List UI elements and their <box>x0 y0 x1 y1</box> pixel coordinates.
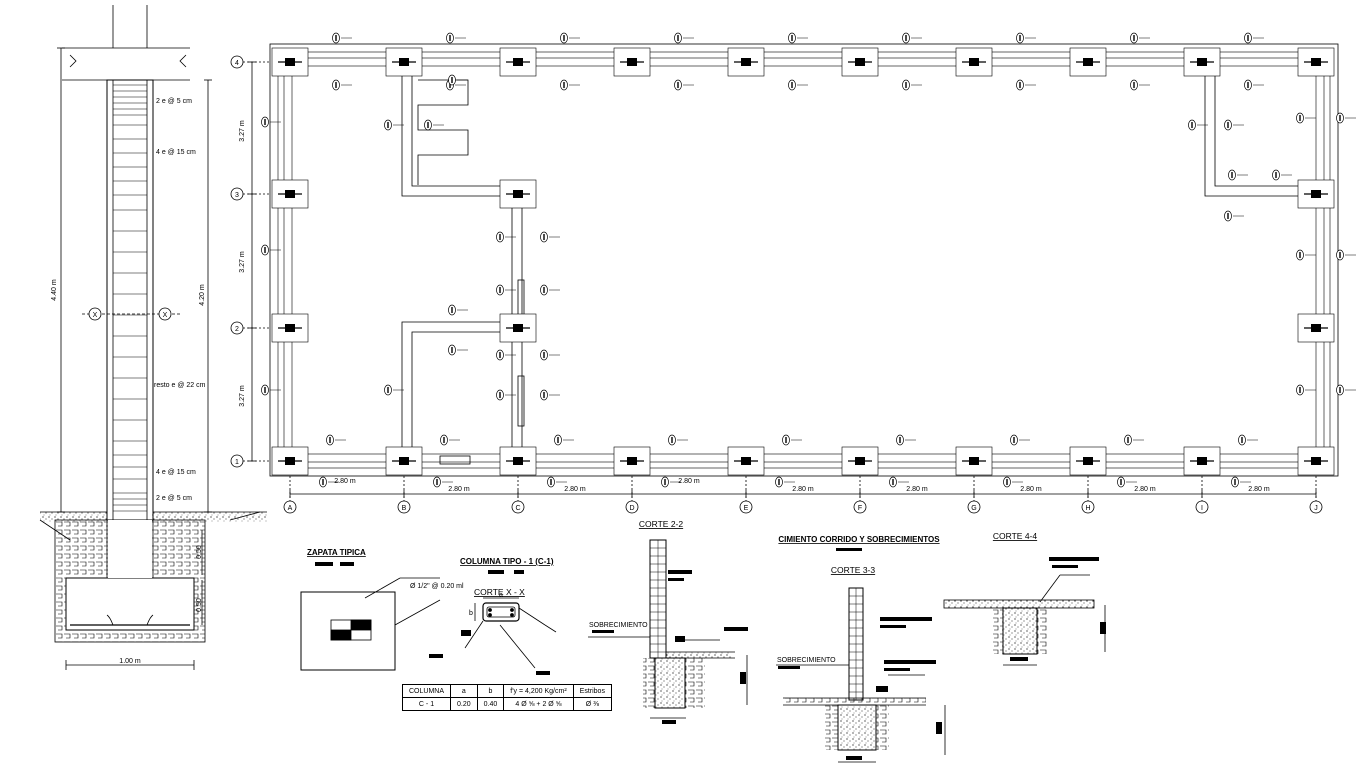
sections-labels: CORTE 2-2 CIMIENTO CORRIDO Y SOBRECIMIEN… <box>589 519 1037 664</box>
stirrup-note-2: 4 e @ 15 cm <box>156 149 196 156</box>
row-label-4: 4 <box>235 60 239 67</box>
span-dim-6: 2.80 m <box>906 486 928 493</box>
depth-dim-1: 0.50 <box>196 545 203 559</box>
footing-width-dim: 1.00 m <box>119 658 141 665</box>
dim-b-label: b <box>469 610 473 617</box>
zapata-detail <box>300 562 441 671</box>
stirrup-note-4: 4 e @ 15 cm <box>156 469 196 476</box>
table-cell: Ø ⅜ <box>572 697 612 711</box>
stirrup-note-3: resto e @ 22 cm <box>154 382 206 389</box>
col-label-a: A <box>288 505 293 512</box>
table-header: b <box>476 684 505 698</box>
cimiento-title: CIMIENTO CORRIDO Y SOBRECIMIENTOS <box>778 535 940 544</box>
stirrup-note-5: 2 e @ 5 cm <box>156 495 192 502</box>
row-label-3: 3 <box>235 192 239 199</box>
sobrecimiento-label-1: SOBRECIMIENTO <box>589 622 648 629</box>
table-cell: 0.40 <box>476 697 505 711</box>
column-elevation-labels: 2 e @ 5 cm 4 e @ 15 cm resto e @ 22 cm 4… <box>51 98 206 665</box>
table-row: C - 1 0.20 0.40 4 Ø ⅝ + 2 Ø ⅝ Ø ⅜ <box>401 697 612 711</box>
col-label-f: F <box>858 505 862 512</box>
col-label-g: G <box>971 505 976 512</box>
span-dim-8: 2.80 m <box>1134 486 1156 493</box>
span-dim-1: 2.80 m <box>334 478 356 485</box>
column-elevation <box>39 5 267 670</box>
table-header-row: COLUMNA a b f'y = 4,200 Kg/cm² Estribos <box>401 684 612 698</box>
clear-height-dim: 4.20 m <box>199 284 206 306</box>
table-header: Estribos <box>572 684 612 698</box>
col-label-c: C <box>515 505 520 512</box>
col-label-b: B <box>402 505 407 512</box>
col-label-h: H <box>1085 505 1090 512</box>
corte-xx-title: CORTE X - X <box>474 587 525 597</box>
depth-dim-2: 0.50 <box>196 598 203 612</box>
plan-elements <box>230 32 1356 514</box>
col-label-d: D <box>629 505 634 512</box>
total-height-dim: 4.40 m <box>51 279 58 301</box>
columna-title: COLUMNA TIPO - 1 (C-1) <box>460 557 554 566</box>
table-cell: 0.20 <box>450 697 478 711</box>
corte-3-3-title: CORTE 3-3 <box>831 565 876 575</box>
dim-a-label: a <box>499 592 503 599</box>
col-label-j: J <box>1314 505 1318 512</box>
section-marker-left: X <box>93 312 98 319</box>
stirrup-note-1: 2 e @ 5 cm <box>156 98 192 105</box>
row-label-2: 2 <box>235 326 239 333</box>
table-cell: C - 1 <box>401 697 452 711</box>
col-label-e: E <box>744 505 749 512</box>
table-header: COLUMNA <box>401 684 452 698</box>
span-dim-7: 2.80 m <box>1020 486 1042 493</box>
plan-grid-labels: 4 3 2 1 3.27 m 3.27 m 3.27 m A B C D E F… <box>235 60 1318 512</box>
span-dim-2: 2.80 m <box>448 486 470 493</box>
corte-4-4-detail <box>836 548 1106 666</box>
stirrup-lines <box>113 84 147 512</box>
foundation-plan <box>269 43 1339 477</box>
corte-2-2-title: CORTE 2-2 <box>639 519 684 529</box>
zapata-title: ZAPATA TIPICA <box>307 548 366 557</box>
span-dim-5: 2.80 m <box>792 486 814 493</box>
columna-detail <box>429 570 557 675</box>
table-cell: 4 Ø ⅝ + 2 Ø ⅝ <box>503 697 574 711</box>
zapata-rebar-note: Ø 1/2" @ 0.20 ml <box>410 583 464 590</box>
bay-dim-1: 3.27 m <box>239 120 246 142</box>
sobrecimiento-label-2: SOBRECIMIENTO <box>777 657 836 664</box>
section-marker-right: X <box>163 312 168 319</box>
bay-dim-3: 3.27 m <box>239 385 246 407</box>
span-dim-4: 2.80 m <box>678 478 700 485</box>
bay-dim-2: 3.27 m <box>239 251 246 273</box>
zapata-labels: ZAPATA TIPICA Ø 1/2" @ 0.20 ml <box>307 548 464 590</box>
span-dim-3: 2.80 m <box>564 486 586 493</box>
columna-table: COLUMNA a b f'y = 4,200 Kg/cm² Estribos … <box>401 684 612 711</box>
corte-2-2-detail <box>588 539 748 724</box>
columna-labels: COLUMNA TIPO - 1 (C-1) CORTE X - X a b <box>460 557 554 617</box>
corte-3-3-detail <box>776 587 946 763</box>
col-label-i: I <box>1201 505 1203 512</box>
corte-4-4-title: CORTE 4-4 <box>993 531 1038 541</box>
row-label-1: 1 <box>235 459 239 466</box>
table-header: a <box>450 684 478 698</box>
table-header: f'y = 4,200 Kg/cm² <box>503 684 574 698</box>
span-dim-9: 2.80 m <box>1248 486 1270 493</box>
